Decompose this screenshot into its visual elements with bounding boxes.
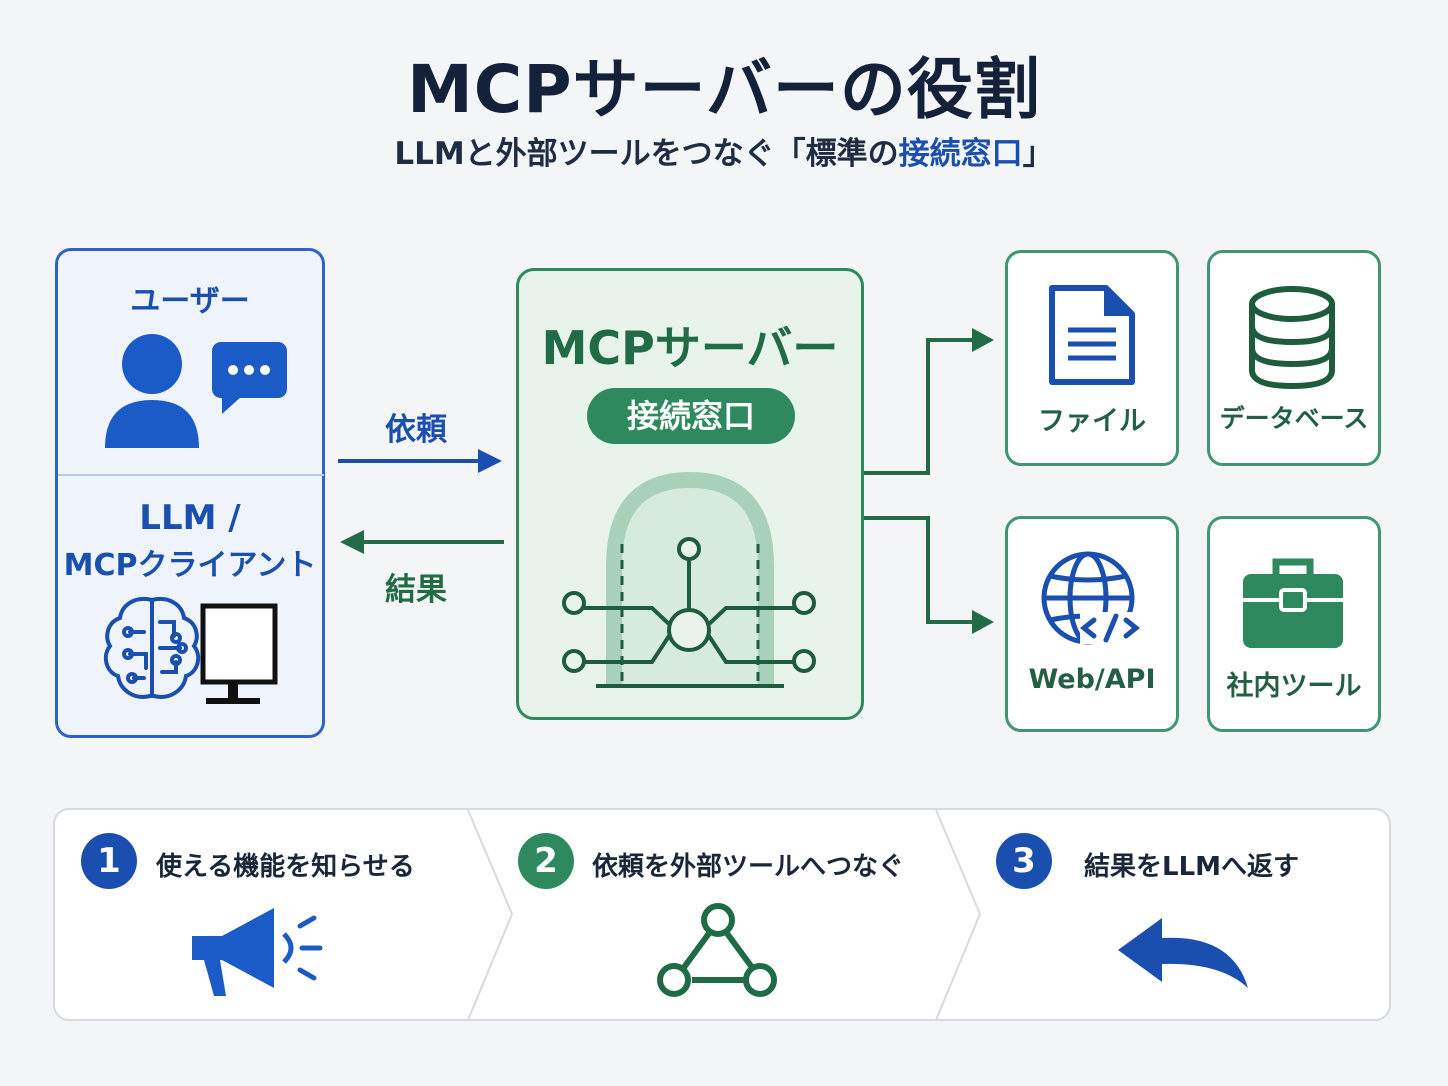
user-label: ユーザー bbox=[130, 284, 250, 319]
database-icon bbox=[1249, 286, 1335, 390]
page-subtitle: LLMと外部ツールをつなぐ「標準の接続窓口」 bbox=[394, 136, 1054, 172]
client-panel bbox=[55, 248, 325, 738]
user-icon bbox=[105, 334, 287, 448]
tool-label-internal-tools: 社内ツール bbox=[1226, 671, 1362, 702]
step-1-number: 1 bbox=[81, 833, 137, 889]
request-label: 依頼 bbox=[385, 412, 447, 448]
step-1-text: 使える機能を知らせる bbox=[156, 852, 415, 882]
return-arrow-icon bbox=[1118, 918, 1248, 988]
client-label-line1: LLM / bbox=[139, 498, 241, 538]
network-triangle-icon bbox=[657, 903, 777, 997]
step-2-number: 2 bbox=[518, 833, 574, 889]
gateway-badge: 接続窓口 bbox=[587, 388, 795, 444]
chat-bubble-icon bbox=[212, 342, 287, 414]
request-arrow bbox=[338, 449, 502, 473]
client-label-line2: MCPクライアント bbox=[63, 548, 317, 583]
subtitle-highlight: 接続窓口 bbox=[898, 136, 1023, 172]
tool-label-web-api: Web/API bbox=[1028, 664, 1156, 695]
result-arrow bbox=[340, 530, 504, 554]
step-3-text: 結果をLLMへ返す bbox=[1084, 852, 1300, 882]
gateway-network-icon bbox=[562, 471, 816, 688]
result-label: 結果 bbox=[385, 572, 447, 608]
mcp-server-title: MCPサーバー bbox=[541, 321, 839, 375]
page-title: MCPサーバーの役割 bbox=[407, 51, 1041, 128]
step-separators bbox=[467, 810, 982, 1020]
step-3-number: 3 bbox=[996, 833, 1052, 889]
document-icon bbox=[1049, 285, 1135, 385]
globe-code-icon bbox=[1041, 551, 1140, 645]
tool-label-file: ファイル bbox=[1038, 406, 1146, 437]
tool-connectors bbox=[864, 328, 994, 634]
monitor-icon bbox=[200, 603, 278, 704]
briefcase-icon bbox=[1243, 558, 1343, 648]
client-panel-divider bbox=[58, 474, 324, 476]
step-2-text: 依頼を外部ツールへつなぐ bbox=[592, 852, 905, 882]
brain-computer-icon bbox=[103, 597, 278, 704]
megaphone-icon bbox=[192, 908, 323, 996]
brain-icon bbox=[103, 597, 201, 699]
tool-label-database: データベース bbox=[1219, 404, 1369, 433]
